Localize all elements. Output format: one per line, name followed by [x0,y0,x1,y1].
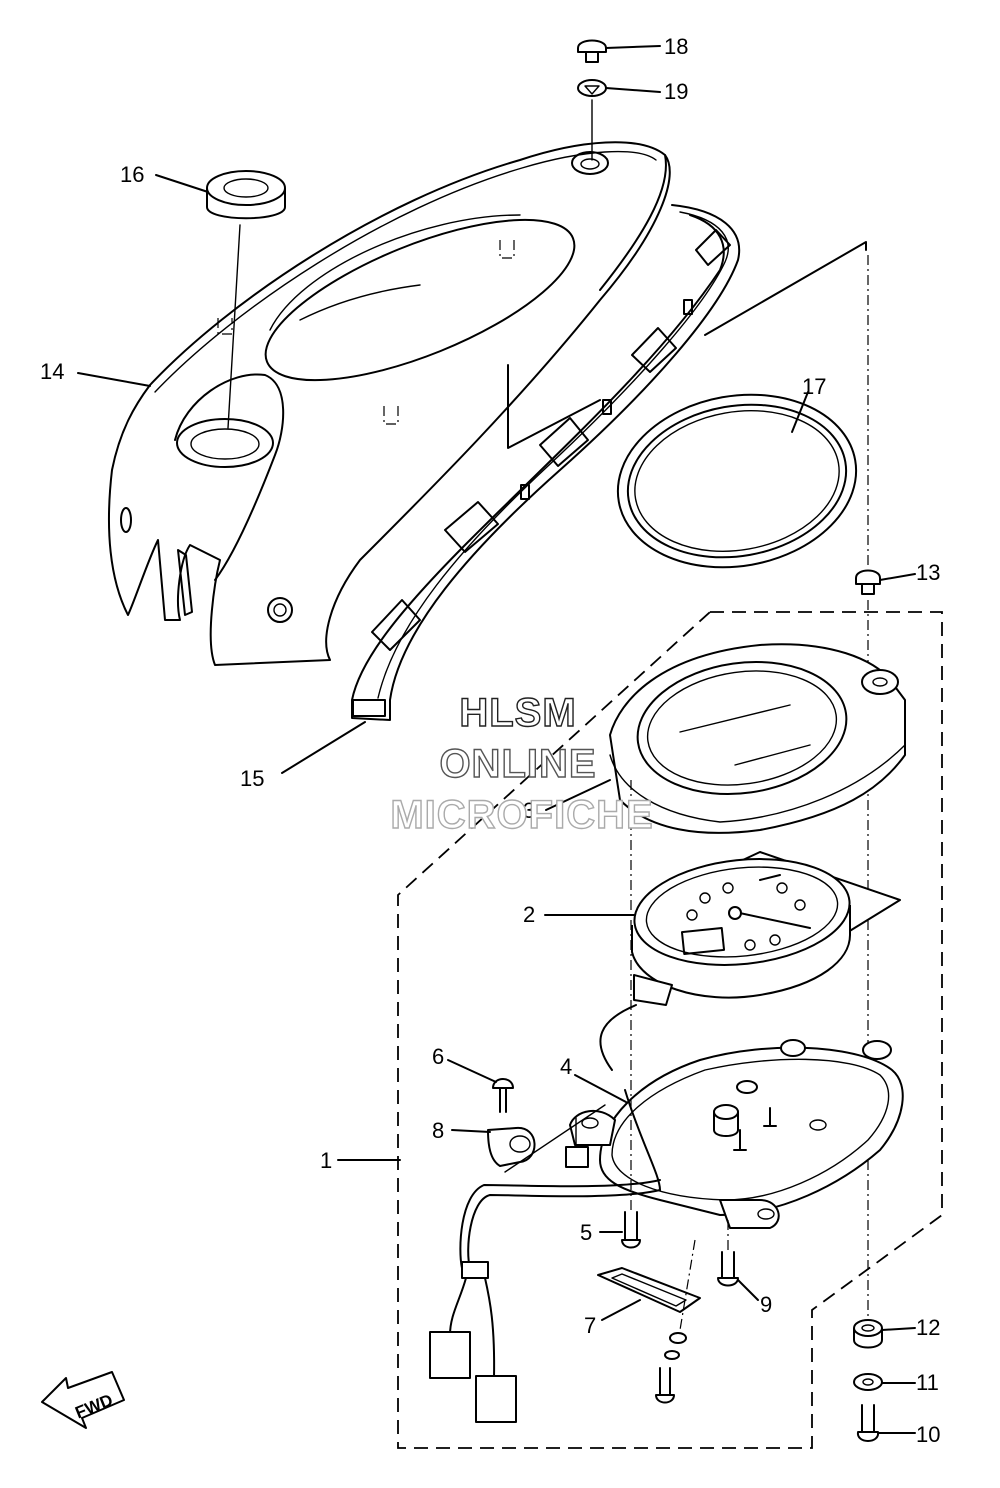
fwd-arrow-icon: FWD [41,1371,125,1429]
callout-6: 6 [432,1044,444,1069]
bolt-10 [856,1404,880,1442]
callout-19: 19 [664,79,688,104]
meter-upper-case-3 [609,643,906,834]
callout-13: 13 [916,560,940,585]
meter-cover-rim [351,204,867,721]
callout-11: 11 [916,1370,939,1395]
washer-19 [577,79,607,161]
callout-12: 12 [916,1315,940,1340]
callout-1: 1 [320,1148,332,1173]
callout-18: 18 [664,34,688,59]
screw-9 [717,1220,739,1287]
screw-18 [577,39,607,63]
gasket-7 [597,1267,701,1313]
callout-14: 14 [40,359,64,384]
callout-labels: 1 2 3 4 5 6 7 8 9 10 11 12 13 14 15 16 1… [40,34,940,1447]
wire-harness [429,1089,661,1423]
watermark-line-2: ONLINE [439,742,596,786]
callout-15: 15 [240,766,264,791]
callout-7: 7 [584,1313,596,1338]
screw-washer-stack [655,1239,696,1404]
lens-seal-17 [616,393,858,569]
callout-16: 16 [120,162,144,187]
watermark-line-1: HLSM [459,691,576,735]
screw-5 [621,780,641,1249]
callout-5: 5 [580,1220,592,1245]
callout-3: 3 [523,798,535,823]
meter-cover [107,141,671,666]
callout-2: 2 [523,902,535,927]
clamp-8 [487,1104,606,1173]
callout-4: 4 [560,1054,572,1079]
watermark: HLSM ONLINE MICROFICHE [390,690,654,837]
grommet-12 [853,1319,883,1349]
meter-lower-case-4 [565,1039,904,1229]
callout-8: 8 [432,1118,444,1143]
watermark-line-3: MICROFICHE [390,793,653,837]
callout-9: 9 [760,1292,772,1317]
screw-6 [492,1078,514,1113]
callout-17: 17 [802,374,826,399]
leader-lines [77,45,916,1434]
callout-10: 10 [916,1422,940,1447]
meter-assembly-2 [599,851,901,1071]
assembly-frame [397,611,943,1449]
washer-11 [853,1373,883,1391]
grommet-16 [206,170,286,429]
